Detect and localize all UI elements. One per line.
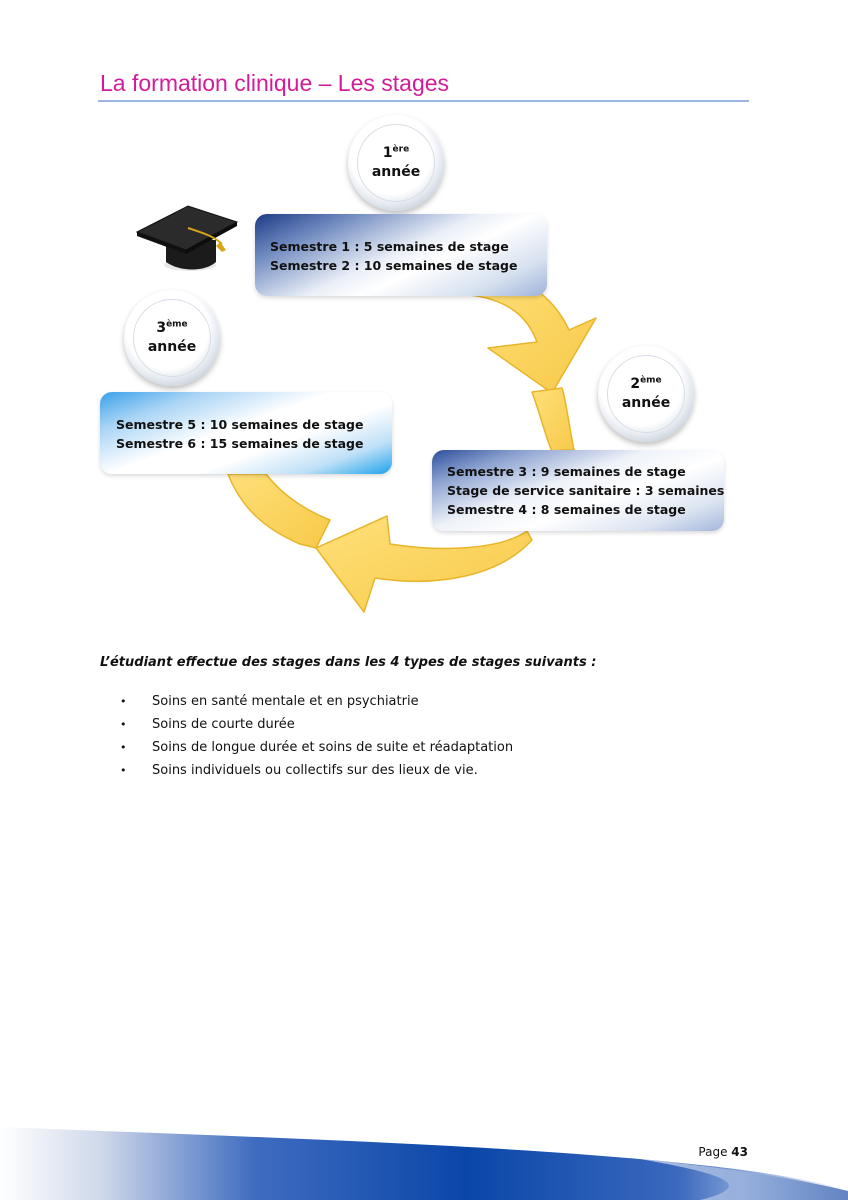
list-item: • Soins individuels ou collectifs sur des… xyxy=(120,761,513,784)
semester-line: Semestre 6 : 15 semaines de stage xyxy=(116,436,364,451)
list-item-text: Soins individuels ou collectifs sur des … xyxy=(152,763,478,778)
semester-line: Stage de service sanitaire : 3 semaines xyxy=(447,483,725,498)
year-1-number: 1 xyxy=(382,145,393,162)
year-3-number: 3 xyxy=(156,320,167,337)
intro-text: L’étudiant effectue des stages dans les … xyxy=(100,655,597,670)
page-number: Page 43 xyxy=(698,1145,748,1159)
list-item-text: Soins de courte durée xyxy=(152,717,295,732)
bullet-icon: • xyxy=(120,718,127,731)
year-2-label: année xyxy=(621,395,671,411)
semester-line: Semestre 5 : 10 semaines de stage xyxy=(116,417,364,432)
mortarboard-icon xyxy=(135,205,239,271)
semester-box-year-2: Semestre 3 : 9 semaines de stage Stage d… xyxy=(432,450,724,531)
semester-line: Semestre 1 : 5 semaines de stage xyxy=(270,239,509,254)
page-number-value: 43 xyxy=(731,1145,748,1159)
list-item: • Soins de longue durée et soins de suite… xyxy=(120,738,513,761)
list-item: • Soins de courte durée xyxy=(120,715,513,738)
year-badge-1: 1ère année xyxy=(348,115,444,211)
stage-types-list: • Soins en santé mentale et en psychiatri… xyxy=(120,692,513,784)
bullet-icon: • xyxy=(120,764,127,777)
bullet-icon: • xyxy=(120,695,127,708)
cycle-arrow-left xyxy=(227,473,331,549)
page-title: La formation clinique – Les stages xyxy=(100,70,450,96)
year-badge-3: 3ème année xyxy=(124,290,220,386)
year-1-label: année xyxy=(371,164,421,180)
year-2-number: 2 xyxy=(630,376,641,393)
year-3-suffix: ème xyxy=(166,319,188,330)
year-2-suffix: ème xyxy=(640,375,662,386)
bullet-icon: • xyxy=(120,741,127,754)
page-label: Page xyxy=(698,1145,728,1159)
list-item-text: Soins en santé mentale et en psychiatrie xyxy=(152,694,419,709)
cycle-arrow-bottom xyxy=(315,515,533,613)
list-item-text: Soins de longue durée et soins de suite … xyxy=(152,740,514,755)
cycle-arrow-right xyxy=(469,271,597,456)
semester-line: Semestre 4 : 8 semaines de stage xyxy=(447,502,686,517)
semester-line: Semestre 2 : 10 semaines de stage xyxy=(270,258,518,273)
year-1-suffix: ère xyxy=(392,144,410,155)
footer-decoration xyxy=(0,1127,848,1200)
list-item: • Soins en santé mentale et en psychiatri… xyxy=(120,692,513,715)
title-underline xyxy=(98,100,749,102)
year-3-label: année xyxy=(147,339,197,355)
semester-box-year-3: Semestre 5 : 10 semaines de stage Semest… xyxy=(100,392,392,474)
semester-line: Semestre 3 : 9 semaines de stage xyxy=(447,464,686,479)
year-badge-2: 2ème année xyxy=(598,346,694,442)
semester-box-year-1: Semestre 1 : 5 semaines de stage Semestr… xyxy=(255,214,547,296)
